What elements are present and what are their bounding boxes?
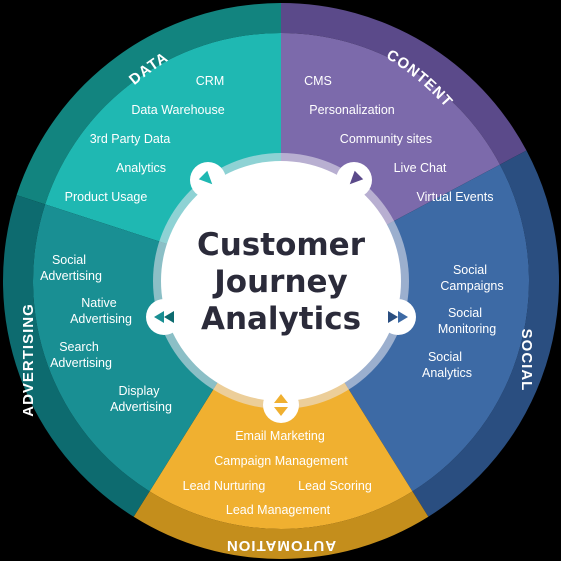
list-item: Live Chat — [394, 161, 447, 175]
outer-ring — [2, 3, 559, 559]
list-item: Native — [81, 296, 116, 310]
list-item: Lead Scoring — [298, 479, 372, 493]
list-item: Advertising — [110, 400, 172, 414]
list-item: Display — [119, 384, 161, 398]
social-items: Social Campaigns Social Monitoring Socia… — [422, 263, 504, 380]
arrow-icon — [146, 299, 182, 335]
ring-content — [281, 3, 527, 165]
list-item: Social — [52, 253, 86, 267]
list-item: Social — [428, 350, 462, 364]
advertising-items: Social Advertising Native Advertising Se… — [40, 253, 172, 414]
page-title-line-2: Journey — [212, 264, 348, 300]
list-item: Lead Nurturing — [183, 479, 266, 493]
list-item: 3rd Party Data — [90, 132, 171, 146]
list-item: Social — [453, 263, 487, 277]
arrow-icon — [336, 162, 372, 198]
list-item: Search — [59, 340, 99, 354]
list-item: Advertising — [50, 356, 112, 370]
list-item: Analytics — [422, 366, 472, 380]
page-title-line-3: Analytics — [201, 301, 361, 337]
list-item: Advertising — [40, 269, 102, 283]
segment-label-automation: AUTOMATION — [226, 537, 336, 554]
list-item: Monitoring — [438, 322, 496, 336]
list-item: Lead Management — [226, 503, 331, 517]
ring-automation — [133, 491, 429, 559]
list-item: Advertising — [70, 312, 132, 326]
segment-label-social: SOCIAL — [518, 329, 535, 392]
list-item: CMS — [304, 74, 332, 88]
list-item: Virtual Events — [417, 190, 494, 204]
list-item: Product Usage — [65, 190, 148, 204]
content-items: CMS Personalization Community sites Live… — [304, 74, 493, 204]
list-item: Campaigns — [440, 279, 503, 293]
hub-circle — [161, 161, 401, 401]
ring-social — [412, 150, 559, 517]
list-item: CRM — [196, 74, 224, 88]
data-items: CRM Data Warehouse 3rd Party Data Analyt… — [65, 74, 225, 204]
list-item: Email Marketing — [235, 429, 325, 443]
page-title-line-1: Customer — [197, 227, 366, 263]
list-item: Social — [448, 306, 482, 320]
arrow-icon — [263, 387, 299, 423]
list-item: Personalization — [309, 103, 395, 117]
list-item: Analytics — [116, 161, 166, 175]
list-item: Community sites — [340, 132, 432, 146]
ring-advertising — [2, 195, 150, 517]
automation-items: Email Marketing Campaign Management Lead… — [183, 429, 372, 517]
list-item: Campaign Management — [214, 454, 348, 468]
list-item: Data Warehouse — [131, 103, 224, 117]
segment-label-advertising: ADVERTISING — [20, 303, 37, 417]
arrow-icon — [190, 162, 226, 198]
arrow-icon — [380, 299, 416, 335]
ring-data — [16, 3, 281, 205]
